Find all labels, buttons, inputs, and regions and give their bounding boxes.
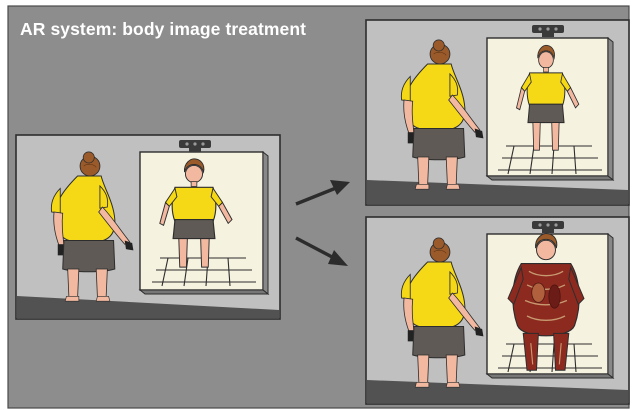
diagram-title: AR system: body image treatment [20,19,306,40]
panel-slimmed [366,20,629,205]
panel-anatomy [366,217,629,404]
panel-original [16,135,280,319]
